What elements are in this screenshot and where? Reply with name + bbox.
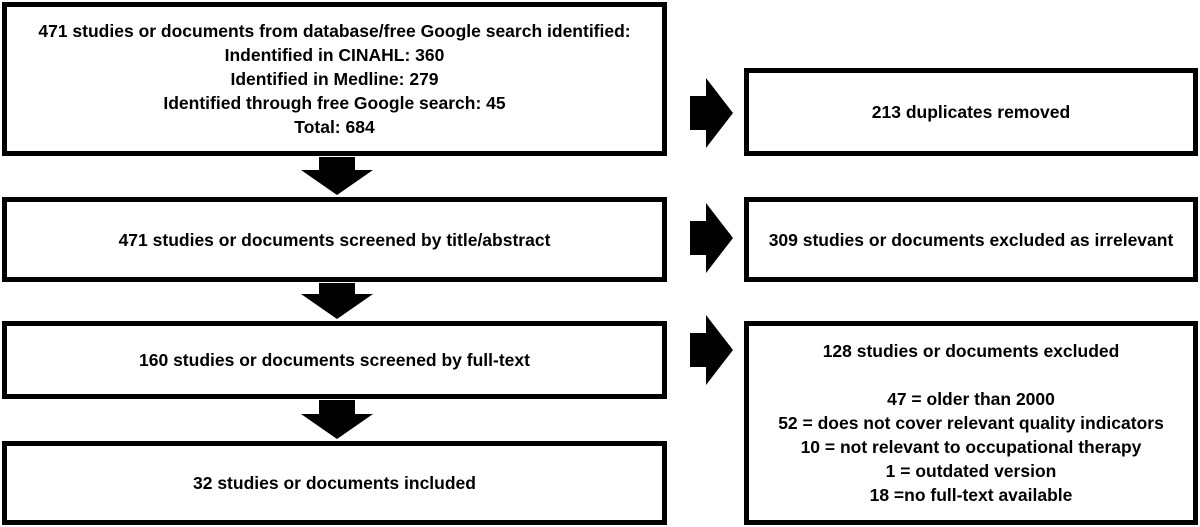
- excluded-reason: 10 = not relevant to occupational therap…: [800, 437, 1142, 457]
- excluded-reason: 47 = older than 2000: [887, 389, 1055, 409]
- arrow-right-icon: [690, 78, 733, 148]
- arrow-down-icon: [301, 283, 373, 319]
- identification-box: 471 studies or documents from database/f…: [2, 2, 667, 156]
- arrow-right-icon: [690, 203, 733, 273]
- irrelevant-text: 309 studies or documents excluded as irr…: [768, 229, 1174, 250]
- identification-line: 471 studies or documents from database/f…: [38, 21, 631, 41]
- identification-line: Identified in Medline: 279: [230, 69, 439, 89]
- excluded-title: 128 studies or documents excluded: [822, 341, 1120, 361]
- excluded-reason: 52 = does not cover relevant quality ind…: [778, 413, 1164, 433]
- included-box: 32 studies or documents included: [2, 441, 667, 525]
- duplicates-box: 213 duplicates removed: [744, 68, 1198, 156]
- identification-line: Total: 684: [294, 117, 375, 137]
- excluded-reason: 18 =no full-text available: [869, 485, 1073, 505]
- arrow-right-icon: [690, 315, 733, 385]
- screening-box: 471 studies or documents screened by tit…: [2, 197, 667, 282]
- included-text: 32 studies or documents included: [193, 473, 476, 493]
- irrelevant-box: 309 studies or documents excluded as irr…: [744, 197, 1198, 282]
- identification-line: Identified through free Google search: 4…: [163, 93, 506, 113]
- excluded-reason: 1 = outdated version: [885, 461, 1057, 481]
- fulltext-box: 160 studies or documents screened by ful…: [2, 321, 667, 399]
- fulltext-text: 160 studies or documents screened by ful…: [139, 350, 530, 370]
- arrow-down-icon: [301, 400, 373, 439]
- arrow-down-icon: [301, 157, 373, 195]
- identification-line: Indentified in CINAHL: 360: [224, 45, 445, 65]
- duplicates-text: 213 duplicates removed: [871, 102, 1071, 122]
- excluded-box: 128 studies or documents excluded 47 = o…: [744, 321, 1198, 525]
- screening-text: 471 studies or documents screened by tit…: [118, 229, 551, 250]
